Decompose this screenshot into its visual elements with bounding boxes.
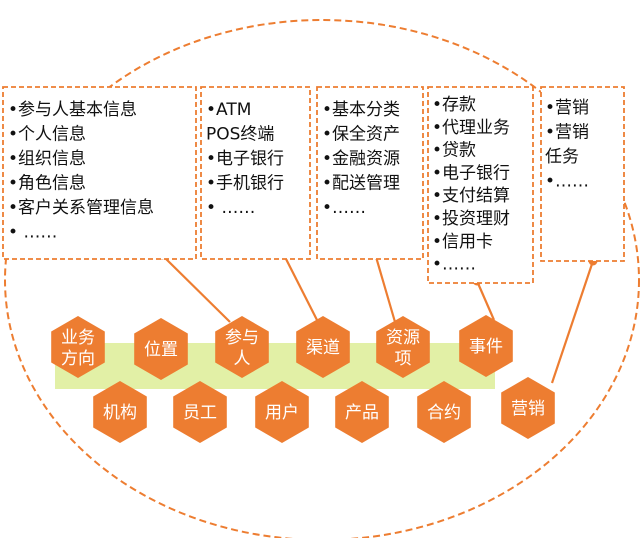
hexagon-label: 员工	[183, 403, 217, 423]
info-box-item: •……	[322, 198, 366, 218]
info-box-border	[316, 86, 424, 260]
hexagon-shape	[296, 316, 350, 378]
info-box-item: 任务	[545, 147, 579, 167]
info-box-border	[540, 86, 625, 262]
info-box-item: •营销	[545, 98, 589, 118]
info-box-border	[200, 86, 311, 260]
info-boxes: •参与人基本信息•个人信息•组织信息•角色信息•客户关系管理信息• ……•ATM…	[2, 86, 625, 284]
connector-event	[475, 280, 496, 321]
info-box-border	[427, 86, 534, 284]
connector-marketing	[550, 260, 595, 384]
hexagon-label: 业务	[61, 328, 95, 348]
hexagon-institution: 机构	[93, 381, 147, 443]
info-box-item: •个人信息	[8, 125, 86, 145]
hexagon-label: 用户	[265, 403, 299, 423]
hexagon-employee: 员工	[173, 381, 227, 443]
hexagon-shape	[215, 316, 269, 378]
outer-dashed-ellipse	[4, 19, 640, 538]
info-box-item: •……	[545, 172, 589, 192]
info-box-item: •保全资产	[322, 125, 400, 145]
hexagon-product: 产品	[335, 381, 389, 443]
hexagon-label: 机构	[103, 403, 137, 423]
connector-participant	[161, 254, 231, 323]
hexagon-contract: 合约	[417, 381, 471, 443]
hexagon-event: 事件	[459, 315, 513, 377]
hexagon-label: 事件	[469, 337, 503, 357]
info-box-channels: •ATM POS终端 •电子银行 •手机银行 • ……	[200, 86, 311, 260]
hexagon-label: 人	[234, 349, 251, 369]
info-box-border	[2, 86, 197, 260]
hexagon-location: 位置	[134, 318, 188, 380]
hexagon-resource-item: 资源项	[376, 316, 430, 378]
info-box-item: POS终端	[206, 125, 274, 145]
info-box-participant-info: •参与人基本信息 •个人信息 •组织信息 •角色信息 •客户关系管理信息 • ……	[2, 86, 197, 260]
hexagon-shape	[335, 381, 389, 443]
info-box-item: •组织信息	[8, 149, 86, 169]
hexagon-label: 合约	[427, 403, 461, 423]
hexagon-label: 渠道	[306, 338, 340, 358]
info-box-item: • ……	[206, 198, 255, 218]
info-box-resources: •基本分类 •保全资产 •金融资源 •配送管理 •……	[316, 86, 424, 260]
info-box-item: •手机银行	[206, 174, 284, 194]
hexagon-channel: 渠道	[296, 316, 350, 378]
info-box-item: •营销	[545, 123, 589, 143]
hexagon-label: 参与	[225, 328, 259, 348]
hexagon-label: 位置	[144, 340, 178, 360]
info-box-item: •代理业务	[432, 118, 510, 138]
hexagon-shape	[501, 377, 555, 439]
connector-resource	[372, 249, 397, 323]
info-box-item: •支付结算	[432, 186, 510, 206]
hexagon-shape	[51, 316, 105, 378]
info-box-item: •参与人基本信息	[8, 100, 137, 120]
hexagon-label: 营销	[511, 399, 545, 419]
hexagon-shape	[459, 315, 513, 377]
connector-channel	[283, 254, 319, 323]
info-box-item: •配送管理	[322, 174, 400, 194]
info-box-item: •投资理财	[432, 209, 510, 229]
hexagon-shape	[173, 381, 227, 443]
hexagon-label: 方向	[61, 349, 95, 369]
hexagon-user: 用户	[255, 381, 309, 443]
hexagon-shape	[93, 381, 147, 443]
info-box-events: •存款 •代理业务 •贷款•电子银行 •支付结算 •投资理财 •信用卡 •……	[427, 86, 534, 284]
hexagon-shape	[134, 318, 188, 380]
hexagon-label: 资源	[386, 328, 420, 348]
hexagon-marketing-hex: 营销	[501, 377, 555, 439]
info-box-item: •角色信息	[8, 174, 86, 194]
info-box-item: • ……	[8, 223, 57, 243]
info-box-item: •基本分类	[322, 100, 400, 120]
info-box-item: •客户关系管理信息	[8, 198, 154, 218]
hexagon-shape	[376, 316, 430, 378]
hexagon-label: 项	[395, 349, 412, 369]
info-box-item: •电子银行	[206, 149, 284, 169]
info-box-item: •存款	[432, 95, 476, 115]
hexagon-shape	[417, 381, 471, 443]
info-box-item: •贷款	[432, 141, 476, 161]
info-box-item: •ATM	[206, 100, 251, 120]
info-box-item: •……	[432, 255, 476, 275]
info-box-item: •金融资源	[322, 149, 400, 169]
hexagon-shape	[255, 381, 309, 443]
hexagon-participant: 参与人	[215, 316, 269, 378]
hexagon-label: 产品	[345, 403, 379, 423]
info-box-item: •电子银行	[432, 163, 510, 183]
info-box-item: •信用卡	[432, 232, 493, 252]
